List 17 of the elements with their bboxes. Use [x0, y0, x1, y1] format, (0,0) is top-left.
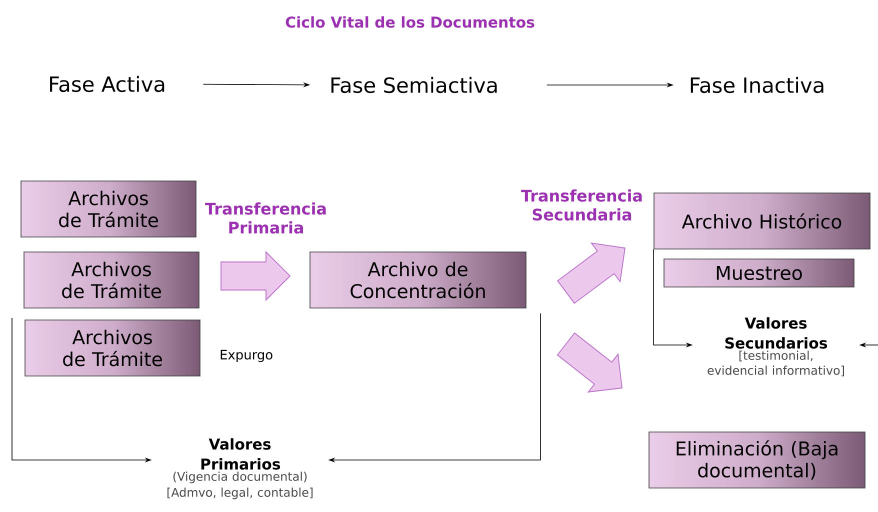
archive-box: Archivo de Concentración — [310, 252, 526, 308]
phase-label: Fase Activa — [50, 76, 164, 92]
archive-box: Archivo Histórico — [654, 192, 870, 250]
archive-box: Eliminación (Baja documental) — [648, 432, 866, 488]
values-text: Valores Secundarios [testimonial, evidencial informativo] — [708, 317, 844, 376]
values-text: Valores Primarios (Vigencia documental) [Admvo, legal, contable] — [167, 438, 313, 500]
archive-box: Archivos de Trámite — [24, 252, 200, 308]
edge-label: Transferencia Secundaria — [521, 189, 642, 221]
archive-box: Muestreo — [664, 258, 854, 288]
title: Ciclo Vital de los Documentos — [286, 16, 534, 28]
phase-label: Fase Inactiva — [690, 76, 824, 94]
block-arrow — [220, 250, 291, 302]
phase-label: Fase Semiactiva — [331, 76, 497, 94]
archive-box: Archivos de Trámite — [24, 320, 200, 376]
process-label: Expurgo — [220, 350, 272, 362]
edge-label: Transferencia Primaria — [205, 202, 326, 234]
archive-box: Archivos de Trámite — [20, 180, 196, 238]
